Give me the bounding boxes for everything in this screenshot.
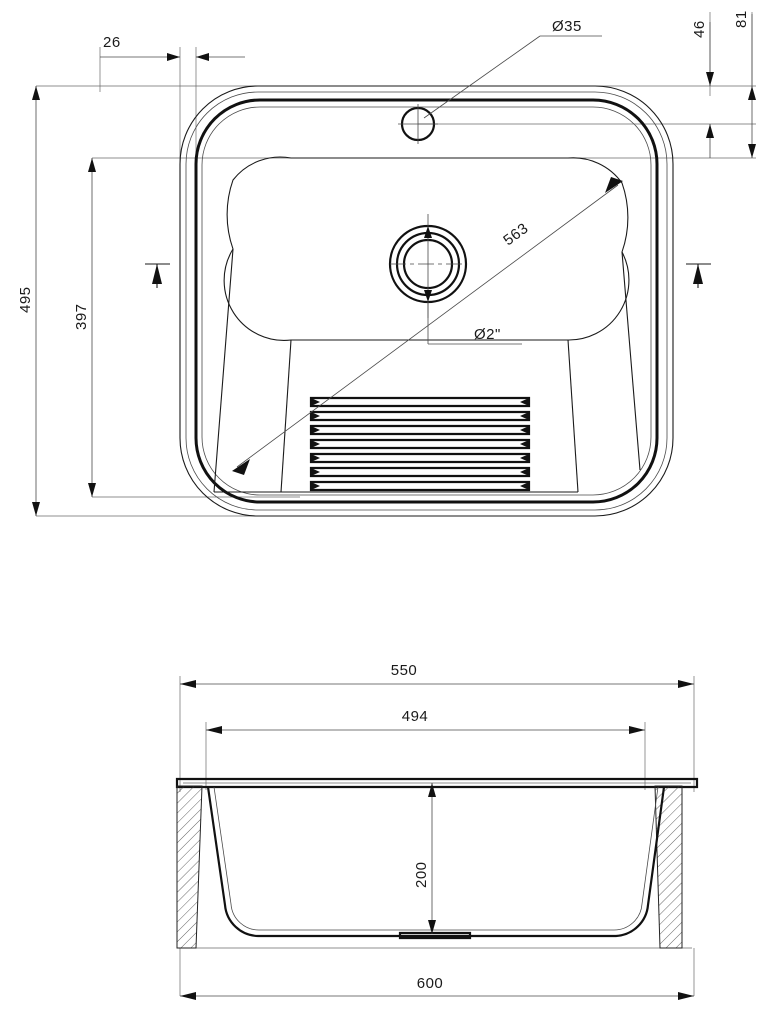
groove <box>309 452 531 464</box>
section-projection-lines <box>179 676 695 996</box>
section-right-flange <box>654 785 683 949</box>
dim-base-width-600: 600 <box>417 975 444 992</box>
dimension-494 <box>206 726 645 734</box>
groove <box>309 410 531 422</box>
section-bowl-profile <box>206 786 666 938</box>
dimension-600 <box>180 992 694 1000</box>
section-view-group: 550 494 200 600 <box>175 662 699 1000</box>
section-left-flange <box>176 785 203 949</box>
dim-depth-200: 200 <box>413 861 430 888</box>
dimension-200 <box>428 783 436 934</box>
sink-outline <box>179 85 674 517</box>
dim-bowl-397: 397 <box>73 303 90 330</box>
dim-drain-diameter: Ø2" <box>474 326 501 343</box>
dim-overall-495: 495 <box>17 286 34 313</box>
tap-hole <box>398 104 438 144</box>
groove <box>309 466 531 478</box>
dimension-550 <box>180 680 694 688</box>
section-arrow-right <box>686 263 711 288</box>
dim-inner-width-494: 494 <box>402 708 429 725</box>
dim-offset-26: 26 <box>103 34 121 51</box>
groove <box>309 424 531 436</box>
drain-dim-witness <box>424 226 522 345</box>
drainer-slope-lines <box>213 248 641 493</box>
dim-edge-81: 81 <box>733 10 750 28</box>
dim-tap-hole-diameter: Ø35 <box>552 18 582 35</box>
diagonal-dimension-563 <box>232 177 623 475</box>
dimension-81 <box>748 14 756 158</box>
top-view-group: Ø35 Ø2" <box>17 10 756 517</box>
groove <box>309 438 531 450</box>
section-arrow-left <box>145 263 170 288</box>
dimension-495 <box>32 86 40 516</box>
drainer-grooves <box>309 396 531 492</box>
dimension-46 <box>706 22 714 158</box>
groove <box>309 396 531 408</box>
groove <box>309 480 531 492</box>
tap-hole-leader <box>423 35 602 119</box>
dim-top-width-550: 550 <box>391 662 418 679</box>
section-top-plate <box>175 777 699 789</box>
section-drain-flat <box>398 931 472 940</box>
dimension-26 <box>100 53 245 61</box>
dim-edge-46: 46 <box>691 20 708 38</box>
inner-basin-outline <box>223 156 630 341</box>
dimension-397 <box>88 158 96 497</box>
